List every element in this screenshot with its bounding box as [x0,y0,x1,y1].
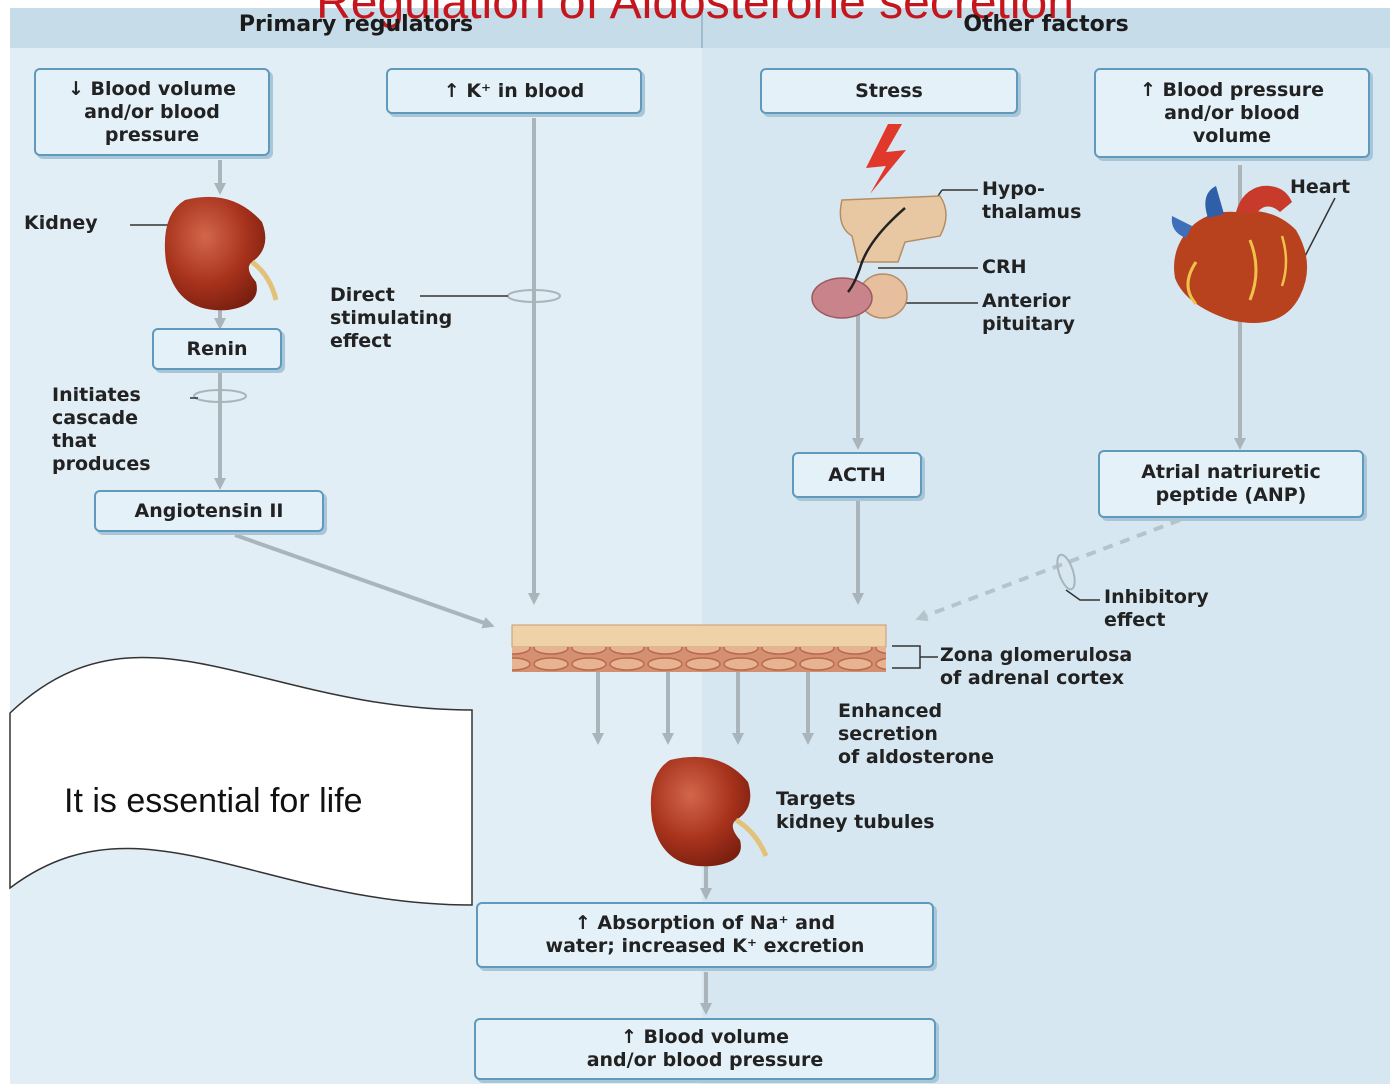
adrenal-cortex-upper [511,624,887,648]
box-acth: ACTH [792,452,922,498]
box-angiotensin-ii: Angiotensin II [94,490,324,532]
header-band [10,8,1390,48]
label-targets-kidney-tubules: Targets kidney tubules [776,788,935,833]
label-hypothalamus: Hypo- thalamus [982,178,1082,223]
label-kidney: Kidney [24,212,98,234]
box-stress: Stress [760,68,1018,114]
box-renin: Renin [152,328,282,370]
box-blood-volume-low: ↓ Blood volume and/or blood pressure [34,68,270,156]
kidney-icon-top [164,196,266,311]
primary-regulators-header: Primary regulators [238,12,474,37]
callout-text: It is essential for life [64,782,363,820]
initiates-effect-oval [193,389,247,403]
other-factors-header: Other factors [963,12,1129,37]
label-anterior-pituitary: Anterior pituitary [982,290,1075,335]
label-heart: Heart [1290,176,1351,198]
diagram-title: Regulation of Aldosterone secretion [316,0,1074,29]
arrow-angiotensin-to-cortex [234,533,495,629]
label-initiates-cascade: Initiates cascade that produces [52,384,151,475]
anterior-pituitary-icon [811,277,873,319]
kidney-icon-bottom [650,756,751,867]
inhibitory-effect-oval [1056,553,1076,591]
box-bp-high: ↑ Blood pressure and/or blood volume [1094,68,1370,158]
zona-glomerulosa-cells [512,647,886,672]
box-absorption: ↑ Absorption of Na⁺ and water; increased… [476,902,934,968]
label-direct-effect: Direct stimulating effect [330,284,453,352]
label-enhanced-secretion: Enhanced secretion of aldosterone [838,700,995,768]
box-anp: Atrial natriuretic peptide (ANP) [1098,450,1364,518]
label-inhibitory-effect: Inhibitory effect [1104,586,1209,631]
box-k-in-blood: ↑ K⁺ in blood [386,68,642,114]
hypothalamus-icon [839,195,947,263]
stress-bolt-icon [866,124,906,194]
heart-icon [1171,185,1308,323]
label-zona-glomerulosa: Zona glomerulosa of adrenal cortex [940,644,1133,689]
box-blood-volume-up: ↑ Blood volume and/or blood pressure [474,1018,936,1080]
label-crh: CRH [982,256,1027,278]
callout-shape [9,656,473,906]
